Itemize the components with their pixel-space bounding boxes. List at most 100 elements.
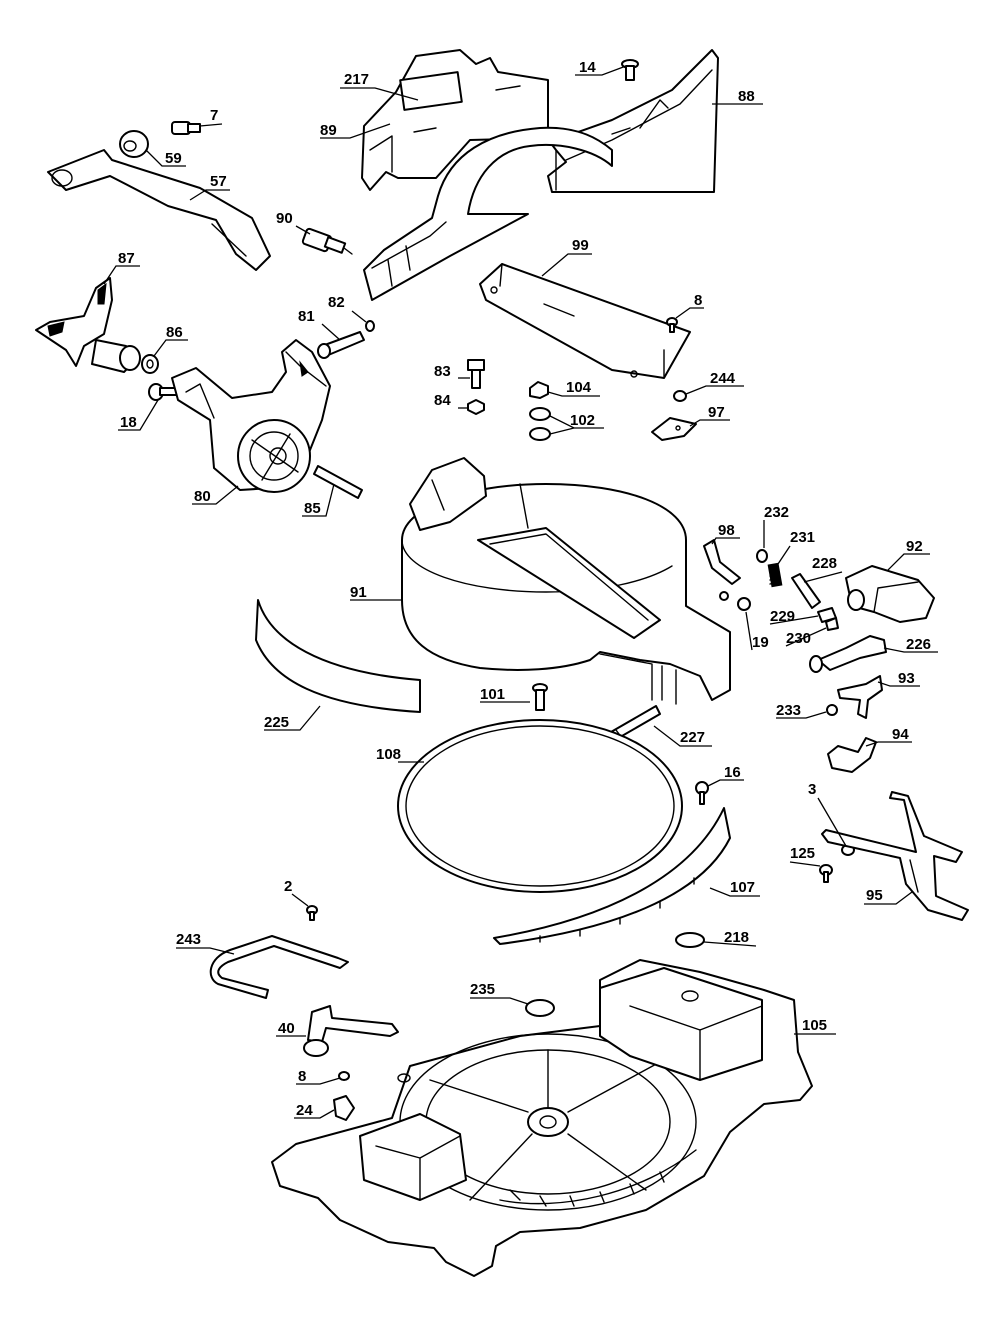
- nut-104-drawing: [529, 381, 549, 399]
- leader-97: [689, 419, 730, 427]
- leader-218: [703, 941, 757, 947]
- leader-93: [877, 681, 920, 687]
- nut-84-drawing: [467, 399, 485, 415]
- callout-93: 93: [898, 670, 915, 687]
- callout-230: 230: [786, 630, 811, 647]
- callout-85: 85: [304, 500, 321, 517]
- leader-99: [541, 253, 592, 277]
- callout-92: 92: [906, 538, 923, 555]
- callout-99: 99: [572, 237, 589, 254]
- screw-8a-drawing: [666, 317, 678, 333]
- label-218-drawing: [675, 932, 705, 948]
- bracket-93-drawing: [837, 675, 883, 719]
- callout-107: 107: [730, 879, 755, 896]
- screw-16-drawing: [695, 781, 709, 805]
- callout-95: 95: [866, 887, 883, 904]
- callout-81: 81: [298, 308, 315, 325]
- pin-81-drawing: [317, 331, 365, 359]
- callout-19: 19: [752, 634, 769, 651]
- callout-16: 16: [724, 764, 741, 781]
- screw-8b-drawing: [338, 1071, 350, 1081]
- leader-19: [745, 611, 753, 651]
- leader-59: [145, 149, 186, 167]
- leader-86: [153, 339, 188, 357]
- callout-233: 233: [776, 702, 801, 719]
- pin-228-drawing: [791, 573, 821, 609]
- bevel-bracket-80-drawing: [171, 339, 331, 493]
- leader-228: [803, 571, 843, 583]
- washer-232-drawing: [756, 549, 768, 563]
- callout-88: 88: [738, 88, 755, 105]
- callout-80: 80: [194, 488, 211, 505]
- callout-104: 104: [566, 379, 592, 396]
- callout-59: 59: [165, 150, 182, 167]
- callout-217: 217: [344, 71, 369, 88]
- bolt-83-drawing: [467, 359, 485, 389]
- callout-91: 91: [350, 584, 367, 601]
- callout-98: 98: [718, 522, 735, 539]
- leader-244: [685, 385, 744, 395]
- screw-101-drawing: [532, 683, 548, 711]
- leader-8a: [675, 307, 704, 319]
- callout-8b: 8: [298, 1068, 306, 1085]
- leader-125: [789, 861, 821, 867]
- leader-18: [118, 399, 159, 431]
- callout-97: 97: [708, 404, 725, 421]
- ring-108-drawing: [397, 719, 683, 893]
- pin-85-drawing: [313, 465, 363, 499]
- callout-86: 86: [166, 324, 183, 341]
- leader-87: [103, 265, 140, 285]
- screw-2-drawing: [306, 905, 318, 921]
- callout-108: 108: [376, 746, 401, 763]
- callout-3: 3: [808, 781, 816, 798]
- bracket-94-drawing: [827, 737, 877, 773]
- screw-233-drawing: [826, 704, 838, 716]
- turntable-91-drawing: [401, 457, 731, 705]
- lever-95-drawing: [821, 791, 969, 921]
- callout-243: 243: [176, 931, 201, 948]
- screw-14-drawing: [621, 59, 639, 81]
- callout-244: 244: [710, 370, 736, 387]
- clip-24-drawing: [333, 1095, 355, 1121]
- wrench-rod-243-drawing: [209, 935, 349, 999]
- callout-14: 14: [579, 59, 596, 76]
- leader-243: [176, 947, 235, 955]
- callout-18: 18: [120, 414, 137, 431]
- callout-101: 101: [480, 686, 505, 703]
- leader-230: [785, 627, 827, 647]
- callout-227: 227: [680, 729, 705, 746]
- leader-85: [302, 483, 335, 517]
- leader-107: [709, 887, 760, 897]
- detent-plate-107-drawing: [493, 807, 731, 945]
- base-105-drawing: [271, 959, 813, 1277]
- label-225-drawing: [255, 599, 421, 713]
- handle-87-drawing: [35, 277, 141, 373]
- screw-125-drawing: [819, 864, 833, 883]
- callout-90: 90: [276, 210, 293, 227]
- leader-231: [777, 545, 791, 565]
- knob-59-drawing: [119, 130, 149, 158]
- callout-226: 226: [906, 636, 931, 653]
- detent-lever-226-drawing: [809, 635, 887, 673]
- leader-82: [351, 310, 367, 323]
- callout-94: 94: [892, 726, 909, 743]
- knob-92-drawing: [845, 565, 935, 623]
- leader-229: [769, 615, 819, 625]
- clamp-90-drawing: [301, 227, 353, 255]
- callout-82: 82: [328, 294, 345, 311]
- leader-57: [189, 189, 230, 201]
- leader-90: [295, 225, 311, 235]
- leader-92: [887, 553, 930, 571]
- leader-lines: [103, 65, 938, 1119]
- callout-235: 235: [470, 981, 495, 998]
- callout-225: 225: [264, 714, 289, 731]
- ring-82-drawing: [365, 320, 375, 332]
- leader-217: [340, 87, 419, 101]
- callout-105: 105: [802, 1017, 827, 1034]
- fence-support-drawing: [363, 126, 613, 301]
- leader-94: [865, 741, 912, 747]
- spring-98-drawing: [703, 539, 741, 585]
- leader-7: [199, 123, 223, 127]
- callout-40: 40: [278, 1020, 295, 1037]
- washer-86-drawing: [141, 354, 159, 374]
